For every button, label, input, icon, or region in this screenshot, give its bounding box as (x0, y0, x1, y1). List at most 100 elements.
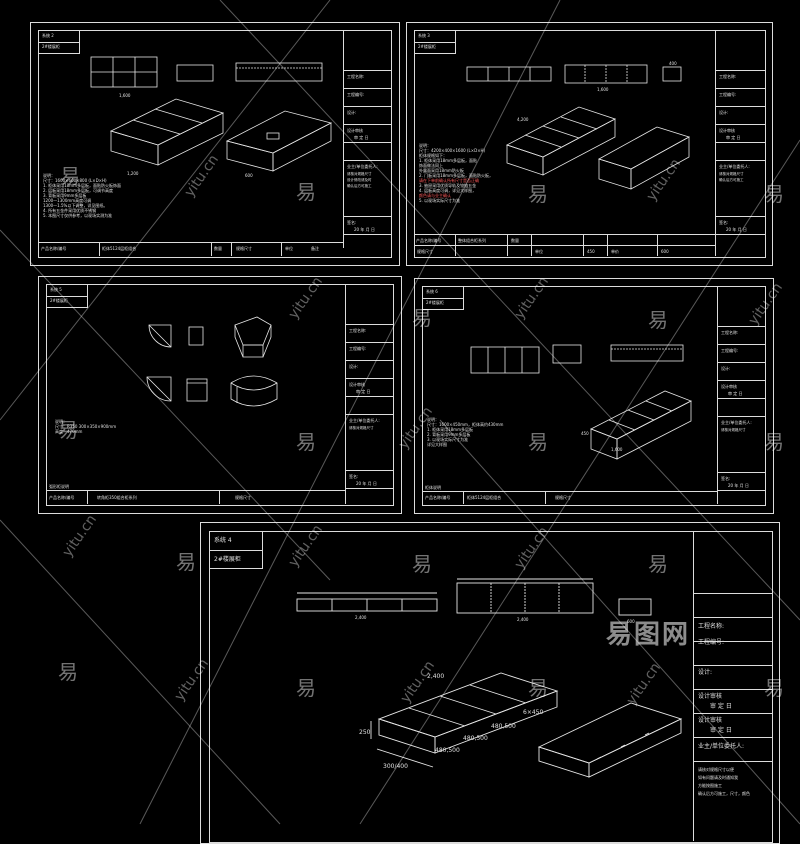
dimension-label: 600 (245, 173, 253, 178)
bottom-product: 整体组合柜系列 (458, 238, 486, 243)
panel-date: 20 年 月 日 (728, 483, 749, 488)
panel-note: 请核对规格尺寸以便 (698, 767, 734, 772)
panel-date: 20 年 月 日 (356, 481, 377, 486)
panel-note: 确认后方可施工 (347, 184, 372, 188)
cabinet-drawing (470, 344, 692, 460)
panel-label: 业主/单位委托人: (349, 418, 380, 423)
panel-label: 审 定 日 (356, 389, 371, 394)
bottom-label: 规格尺寸 (236, 246, 252, 251)
watermark-char: 易 (764, 676, 784, 700)
drawing-sheet-2: 系统 3 2#楼展柜 工程名称: 工程编号: 设计: 设计审核 审 定 日 业主… (406, 22, 773, 266)
bottom-value: 600 (661, 249, 669, 254)
sheet-subtitle: 2#楼展柜 (50, 298, 68, 303)
panel-label: 工程编号: (698, 639, 725, 646)
sheet-title: 系统 2 (42, 33, 54, 38)
panel-label: 业主/单位委托人: (347, 164, 378, 169)
watermark-char: 易 (528, 430, 548, 454)
dimension-label: 4,200 (517, 117, 529, 122)
sheet-subtitle: 2#楼展柜 (214, 556, 241, 563)
watermark-char: 易 (296, 430, 316, 454)
footer-label: 柜体说明 (425, 485, 441, 490)
drawing-sheet-3: 系统 5 2#楼展柜 工程名称: 工程编号: 设计: 设计审核 审 定 日 业主… (38, 276, 402, 514)
panel-label: 设计审核 (719, 128, 735, 133)
dimension-label: 400 (669, 61, 677, 66)
watermark-char: 易 (528, 182, 548, 206)
panel-label: 签名: (349, 474, 359, 479)
bottom-label: 单位 (535, 249, 543, 254)
drawing-frame (46, 284, 394, 506)
dimension-label: 600 (627, 619, 635, 624)
watermark-char: 易 (648, 308, 668, 332)
bottom-strip (414, 234, 715, 235)
title-block: 系统 2 2#楼展柜 (38, 30, 80, 54)
panel-note: 请核对规格尺寸 (347, 172, 372, 176)
watermark-char: 易 (176, 550, 196, 574)
drawing-frame (38, 30, 392, 258)
panel-label: 审 定 日 (726, 135, 741, 140)
panel-date: 20 年 月 日 (726, 227, 747, 232)
corner-cabinet-drawing (146, 316, 278, 407)
dimension-label: 2,400 (517, 617, 529, 622)
bottom-product: 柜体5124层柜组合 (467, 495, 502, 500)
bottom-label: 产品名称/编号 (416, 238, 442, 243)
drawing-frame (414, 30, 766, 258)
notes-block: 说明： 尺寸：1600×450mm，柜体高约430mm 1. 柜体采用18mm多… (427, 417, 504, 447)
panel-label: 审 定 日 (354, 135, 369, 140)
panel-label: 工程名称: (349, 328, 367, 333)
bottom-label: 规格尺寸 (417, 249, 433, 254)
bottom-label: 产品名称/编号 (425, 495, 451, 500)
tv-cabinet-drawing (296, 578, 683, 778)
panel-label: 设计审核 (347, 128, 363, 133)
panel-note: 确认后方可施工 (719, 178, 744, 182)
sheet-title: 系统 6 (426, 289, 438, 294)
panel-label: 工程名称: (347, 74, 365, 79)
watermark-char: 易 (60, 164, 80, 188)
panel-label: 签名: (347, 220, 357, 225)
panel-label: 审 定 日 (710, 727, 732, 734)
panel-label: 工程编号: (349, 346, 367, 351)
drawing-sheet-5: 系统 4 2#楼展柜 工程名称: 工程编号: 设计: 设计审核 审 定 日 设计… (200, 522, 780, 844)
dimension-label: 480,500 (491, 723, 516, 730)
panel-label: 签名: (721, 476, 731, 481)
panel-label: 业主/单位委托人: (698, 743, 745, 750)
watermark-char: 易 (412, 306, 432, 330)
watermark-char: 易 (528, 676, 548, 700)
bottom-product: 转角柜350组合柜系列 (97, 495, 137, 500)
drawing-sheet-4: 系统 6 2#楼展柜 工程名称: 工程编号: 设计: 设计审核 审 定 日 业主… (414, 278, 774, 514)
panel-label: 业主/单位委托人: (719, 164, 750, 169)
dimension-label: 1,200 (127, 171, 139, 176)
panel-note: 请核对规格尺寸 (349, 426, 374, 430)
drawing-sheet-1: 系统 2 2#楼展柜 工程名称: 工程编号: 设计: 设计审核 审 定 日 业主… (30, 22, 400, 266)
title-block: 系统 6 2#楼展柜 (422, 286, 464, 310)
sheet-subtitle: 2#楼展柜 (426, 300, 444, 305)
watermark-char: 易 (58, 418, 78, 442)
panel-note: 请核对规格尺寸 (719, 172, 744, 176)
panel-note: 方能按图施工 (698, 783, 722, 788)
right-info-panel: 工程名称: 工程编号: 设计: 设计审核 审 定 日 业主/单位委托人: 请核对… (343, 30, 391, 248)
panel-label: 业主/单位委托人: (721, 420, 752, 425)
watermark-char: 易 (412, 552, 432, 576)
notes-block: 说明： 尺寸：1600×600×800 (L×D×H) 1. 柜体采用18mm多… (43, 173, 121, 218)
right-info-panel: 工程名称: 工程编号: 设计: 设计审核 审 定 日 业主/单位委托人: 请核对… (715, 30, 765, 256)
watermark-char: 易 (58, 660, 78, 684)
panel-note: 请核对规格尺寸 (721, 428, 746, 432)
right-info-panel: 工程名称: 工程编号: 设计: 设计审核 审 定 日 业主/单位委托人: 请核对… (717, 286, 765, 504)
watermark-logo: 易图网 (606, 620, 691, 650)
bottom-strip (38, 242, 343, 243)
bottom-label: 产品名称/编号 (41, 246, 67, 251)
bottom-value: 450 (587, 249, 595, 254)
dimension-label: 2,400 (355, 615, 367, 620)
sheet-title: 系统 4 (214, 537, 232, 544)
panel-label: 设计审核 (721, 384, 737, 389)
bottom-label: 规格尺寸 (235, 495, 251, 500)
panel-label: 设计审核 (698, 717, 723, 724)
panel-label: 设计: (698, 669, 713, 676)
bottom-strip (46, 490, 345, 491)
dimension-label: 250 (359, 729, 371, 736)
bottom-label: 单价 (611, 249, 619, 254)
dimension-label: 480,500 (463, 735, 488, 742)
watermark-char: 易 (764, 430, 784, 454)
sheet-title: 系统 5 (50, 287, 62, 292)
sheet-subtitle: 2#楼展柜 (42, 44, 60, 49)
dimension-label: 450 (581, 431, 589, 436)
